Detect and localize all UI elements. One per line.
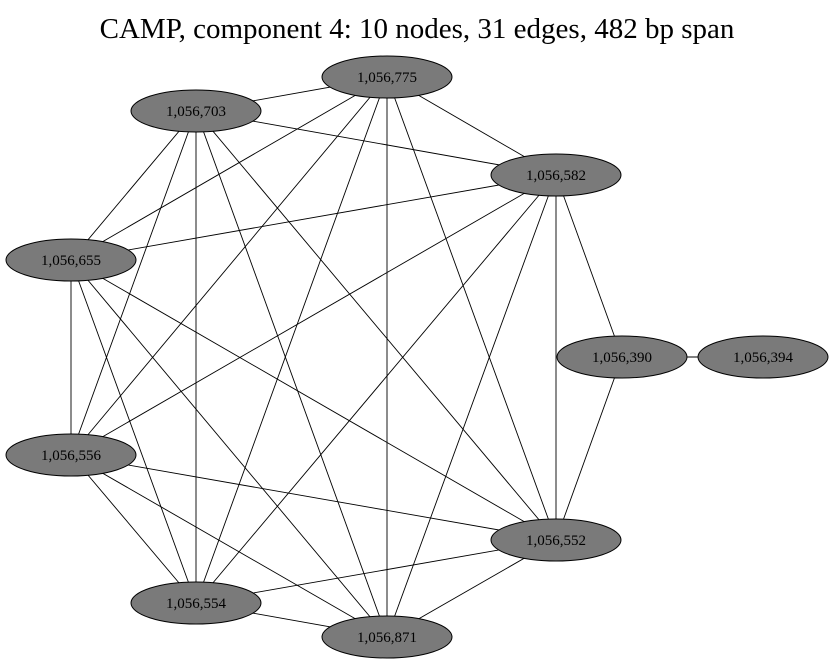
node-ellipse: [130, 581, 262, 625]
node-ellipse: [321, 55, 453, 99]
edge-n582-n655: [70, 174, 557, 261]
edge-n556-n552: [70, 454, 557, 541]
graph-title: CAMP, component 4: 10 nodes, 31 edges, 4…: [100, 13, 735, 45]
node-label: 1,056,703: [166, 104, 226, 120]
node-label: 1,056,556: [41, 448, 102, 464]
node-label: 1,056,552: [526, 533, 586, 549]
graph-node[interactable]: 1,056,552: [490, 518, 622, 562]
edge-n556-n554: [70, 454, 197, 604]
edge-n655-n871: [70, 259, 388, 638]
edge-n775-n556: [70, 76, 388, 456]
node-layer: 1,056,775 1,056,703 1,056,582 1,056,655 1,05…: [5, 55, 829, 659]
edge-n582-n390: [555, 174, 623, 358]
node-label: 1,056,582: [526, 168, 586, 184]
edge-n390-n552: [555, 356, 623, 541]
node-label: 1,056,390: [592, 350, 652, 366]
edge-n775-n554: [195, 76, 388, 604]
edge-n775-n655: [70, 76, 388, 261]
edge-layer: [70, 76, 763, 638]
node-ellipse: [5, 238, 137, 282]
graph-node[interactable]: 1,056,655: [5, 238, 137, 282]
node-ellipse: [321, 615, 453, 659]
node-label: 1,056,394: [733, 350, 794, 366]
node-label: 1,056,775: [357, 70, 417, 86]
edge-n582-n554: [195, 174, 557, 604]
edge-n703-n871: [195, 110, 388, 638]
edge-n703-n582: [195, 110, 557, 176]
node-ellipse: [490, 518, 622, 562]
edge-n655-n552: [70, 259, 557, 541]
edge-n703-n655: [70, 110, 197, 261]
edge-n703-n552: [195, 110, 557, 541]
node-ellipse: [5, 433, 137, 477]
graph-node[interactable]: 1,056,582: [490, 153, 622, 197]
node-label: 1,056,655: [41, 253, 101, 269]
graph-node[interactable]: 1,056,556: [5, 433, 137, 477]
node-ellipse: [490, 153, 622, 197]
graph-node[interactable]: 1,056,871: [321, 615, 453, 659]
node-label: 1,056,871: [357, 630, 417, 646]
graph-node[interactable]: 1,056,390: [556, 335, 688, 379]
edge-n554-n552: [195, 539, 557, 604]
graph-node[interactable]: 1,056,775: [321, 55, 453, 99]
graph-node[interactable]: 1,056,394: [697, 335, 829, 379]
edge-n582-n871: [386, 174, 557, 638]
graph-node[interactable]: 1,056,554: [130, 581, 262, 625]
node-ellipse: [697, 335, 829, 379]
edge-n775-n552: [386, 76, 557, 541]
node-ellipse: [130, 89, 262, 133]
graph-node[interactable]: 1,056,703: [130, 89, 262, 133]
edge-n655-n554: [70, 259, 197, 604]
node-ellipse: [556, 335, 688, 379]
edge-n556-n871: [70, 454, 388, 638]
edge-n582-n556: [70, 174, 557, 456]
edge-n703-n556: [70, 110, 197, 456]
node-label: 1,056,554: [166, 596, 227, 612]
